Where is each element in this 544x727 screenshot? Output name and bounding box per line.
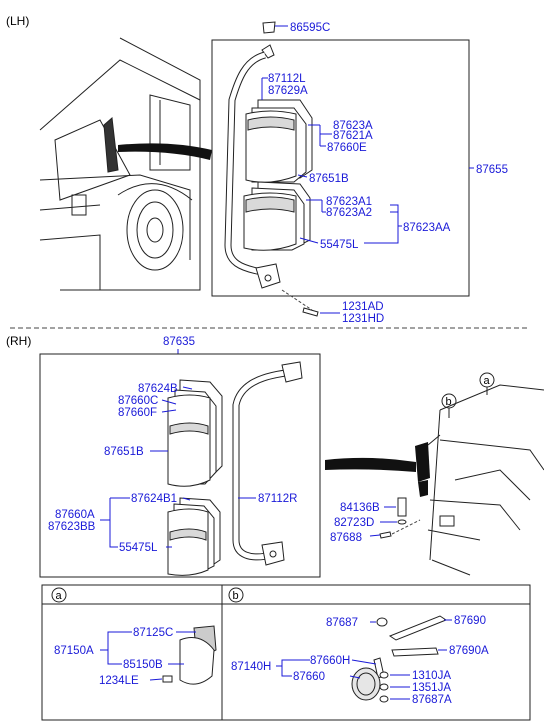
label-87629A: 87629A: [268, 85, 308, 97]
label-87690A: 87690A: [449, 645, 489, 657]
label-87651B-rh: 87651B: [104, 446, 144, 458]
label-86595C: 86595C: [290, 22, 330, 34]
table-header-a: a: [56, 590, 63, 602]
label-84136B: 84136B: [340, 502, 380, 514]
label-87660A: 87660A: [55, 509, 95, 521]
label-87623A1: 87623A1: [326, 196, 372, 208]
label-87621A: 87621A: [333, 130, 373, 142]
rh-section-label: (RH): [6, 334, 31, 348]
label-87660E: 87660E: [327, 142, 367, 154]
clip-82723d-part: [397, 519, 407, 525]
cap-86595c-part: [262, 21, 276, 34]
label-87623A2: 87623A2: [326, 207, 372, 219]
label-87688: 87688: [330, 532, 362, 544]
label-87150A: 87150A: [54, 645, 94, 657]
label-87660H: 87660H: [310, 655, 350, 667]
rh-lower-mirror: [167, 497, 221, 576]
bolt-1231ad-part: [302, 307, 319, 317]
label-87112L: 87112L: [268, 73, 306, 85]
table-header-b: b: [233, 590, 239, 602]
lh-upper-mirror: [245, 99, 313, 183]
screw-87688-part: [379, 531, 392, 539]
bracket-84136b-part: [397, 497, 407, 517]
label-87623AA: 87623AA: [403, 222, 451, 234]
label-87660: 87660: [293, 671, 325, 683]
label-1231AD: 1231AD: [342, 301, 384, 313]
label-87660F: 87660F: [118, 407, 157, 419]
label-87112R: 87112R: [258, 493, 297, 505]
lh-lower-mirror: [243, 181, 311, 251]
label-87125C: 87125C: [133, 627, 173, 639]
label-87660C: 87660C: [118, 395, 158, 407]
label-87687A: 87687A: [412, 694, 452, 706]
label-87687: 87687: [326, 617, 358, 629]
callout-a: a: [484, 375, 491, 387]
truck-cab-lh-illustration: [39, 37, 212, 291]
label-85150B: 85150B: [123, 659, 163, 671]
label-87623A: 87623A: [333, 120, 373, 132]
rh-mirror-stay: [232, 361, 303, 566]
label-87655: 87655: [476, 164, 508, 176]
label-1310JA: 1310JA: [412, 670, 451, 682]
lh-section-label: (LH): [6, 14, 29, 28]
label-1231HD: 1231HD: [342, 313, 384, 325]
rh-assembly-box: [39, 353, 321, 578]
rh-upper-mirror: [167, 379, 223, 487]
label-87140H: 87140H: [231, 661, 271, 673]
label-87651B: 87651B: [309, 173, 349, 185]
label-55475L-rh: 55475L: [119, 542, 158, 554]
label-87635: 87635: [163, 336, 195, 348]
label-87624B1: 87624B1: [131, 493, 177, 505]
label-87690: 87690: [454, 615, 486, 627]
label-82723D: 82723D: [334, 517, 374, 529]
detail-a-mirror: [162, 625, 217, 685]
label-1351JA: 1351JA: [412, 682, 451, 694]
label-87624B: 87624B: [138, 383, 178, 395]
label-87623BB: 87623BB: [48, 521, 96, 533]
truck-cab-rh-illustration: [325, 384, 544, 576]
detail-table: [41, 584, 531, 721]
callout-b: b: [446, 396, 452, 408]
lh-mirror-stay: [224, 44, 281, 289]
label-1234LE: 1234LE: [99, 675, 139, 687]
label-55475L: 55475L: [320, 239, 359, 251]
